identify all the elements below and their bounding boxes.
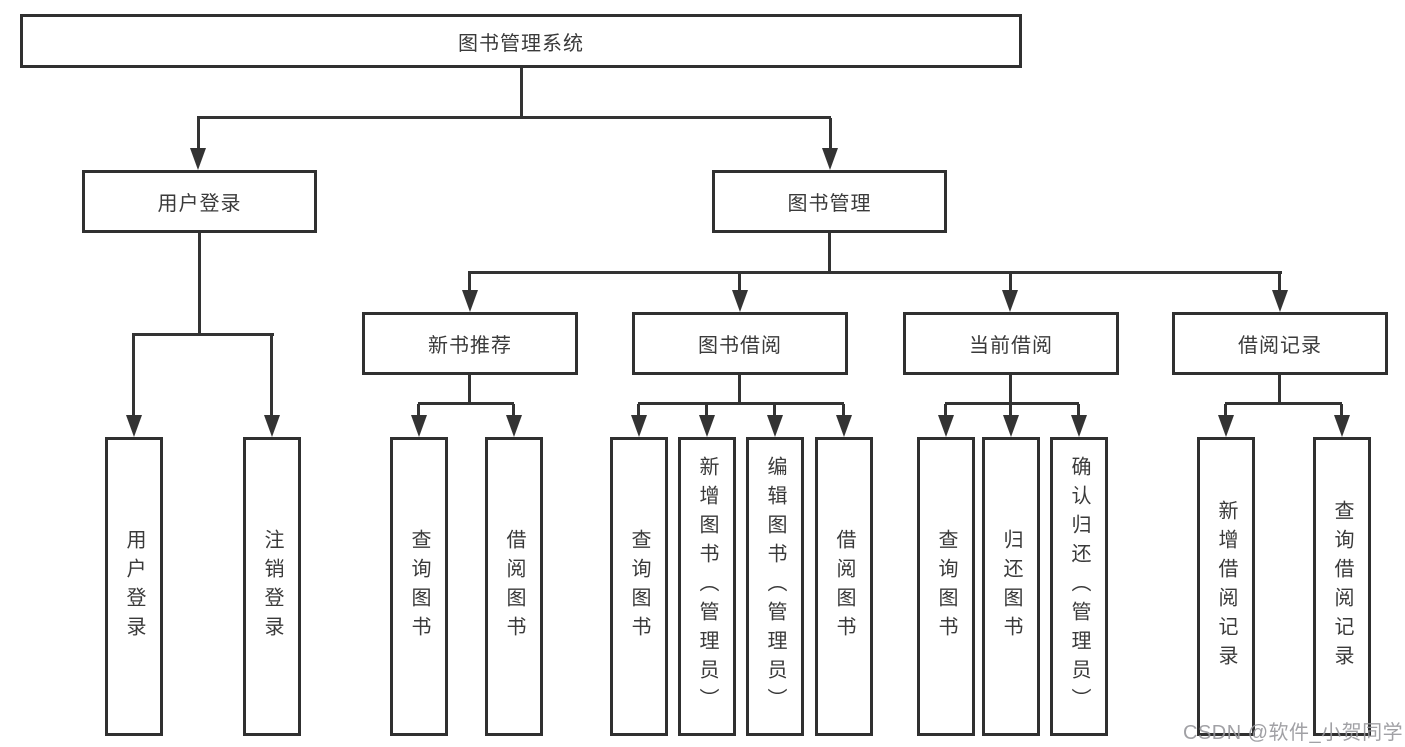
connector-stem-current-borrow [1009,273,1012,292]
connector-records-split [1225,402,1342,405]
arrow-down-icon [1002,290,1018,312]
node-library-system: 图书管理系统 [20,14,1022,68]
leaf-query-books-recommend: 查询图书 [390,437,448,736]
connector-stem-leaf-logout [270,335,273,417]
arrow-down-icon [1003,415,1019,437]
connector-stem [512,404,515,417]
arrow-down-icon [836,415,852,437]
node-user-login: 用户登录 [82,170,317,233]
connector-stem [944,404,947,417]
leaf-add-borrow-record: 新增借阅记录 [1197,437,1255,736]
connector-stem-book-mgmt [829,118,832,150]
arrow-down-icon [126,415,142,437]
connector-stem [1340,404,1343,417]
connector-stem-leaf-login [132,335,135,417]
connector-current-drop [1009,375,1012,404]
connector-user-login-drop [198,233,201,335]
arrow-down-icon [462,290,478,312]
node-book-management: 图书管理 [712,170,947,233]
connector-stem-borrow-records [1278,273,1281,292]
arrow-down-icon [938,415,954,437]
connector-recommend-split [418,402,514,405]
leaf-query-borrow-record: 查询借阅记录 [1313,437,1371,736]
arrow-down-icon [1218,415,1234,437]
node-borrowing-records: 借阅记录 [1172,312,1388,375]
arrow-down-icon [822,148,838,170]
connector-stem [1077,404,1080,417]
leaf-borrow-books: 借阅图书 [815,437,873,736]
connector-current-split [945,402,1079,405]
connector-stem-new-book [468,273,471,292]
connector-user-login-split [132,333,274,336]
arrow-down-icon [411,415,427,437]
arrow-down-icon [1071,415,1087,437]
connector-stem [1009,404,1012,417]
arrow-down-icon [699,415,715,437]
leaf-logout: 注销登录 [243,437,301,736]
connector-root-split [197,116,831,119]
leaf-confirm-return-admin: 确认归还（管理员） [1050,437,1108,736]
arrow-down-icon [732,290,748,312]
connector-root-drop [520,68,523,118]
connector-recommend-drop [468,375,471,404]
connector-records-drop [1278,375,1281,404]
leaf-add-books-admin: 新增图书（管理员） [678,437,736,736]
connector-stem-book-borrow [738,273,741,292]
connector-borrowing-split [638,402,844,405]
leaf-return-books: 归还图书 [982,437,1040,736]
leaf-query-books-borrowing: 查询图书 [610,437,668,736]
connector-stem [637,404,640,417]
arrow-down-icon [190,148,206,170]
connector-stem [773,404,776,417]
connector-borrowing-drop [738,375,741,404]
connector-stem [417,404,420,417]
connector-stem-user-login [197,118,200,150]
connector-book-mgmt-drop [828,233,831,274]
csdn-watermark: CSDN @软件_小贺同学 [1183,722,1404,744]
arrow-down-icon [506,415,522,437]
node-book-borrowing: 图书借阅 [632,312,848,375]
connector-stem [705,404,708,417]
arrow-down-icon [1272,290,1288,312]
connector-stem [1224,404,1227,417]
node-current-borrowing: 当前借阅 [903,312,1119,375]
node-new-book-recommend: 新书推荐 [362,312,578,375]
arrow-down-icon [631,415,647,437]
connector-stem [842,404,845,417]
leaf-edit-books-admin: 编辑图书（管理员） [746,437,804,736]
leaf-borrow-books-recommend: 借阅图书 [485,437,543,736]
arrow-down-icon [1334,415,1350,437]
leaf-query-books-current: 查询图书 [917,437,975,736]
arrow-down-icon [264,415,280,437]
leaf-user-login: 用户登录 [105,437,163,736]
connector-book-mgmt-split [468,271,1282,274]
arrow-down-icon [767,415,783,437]
